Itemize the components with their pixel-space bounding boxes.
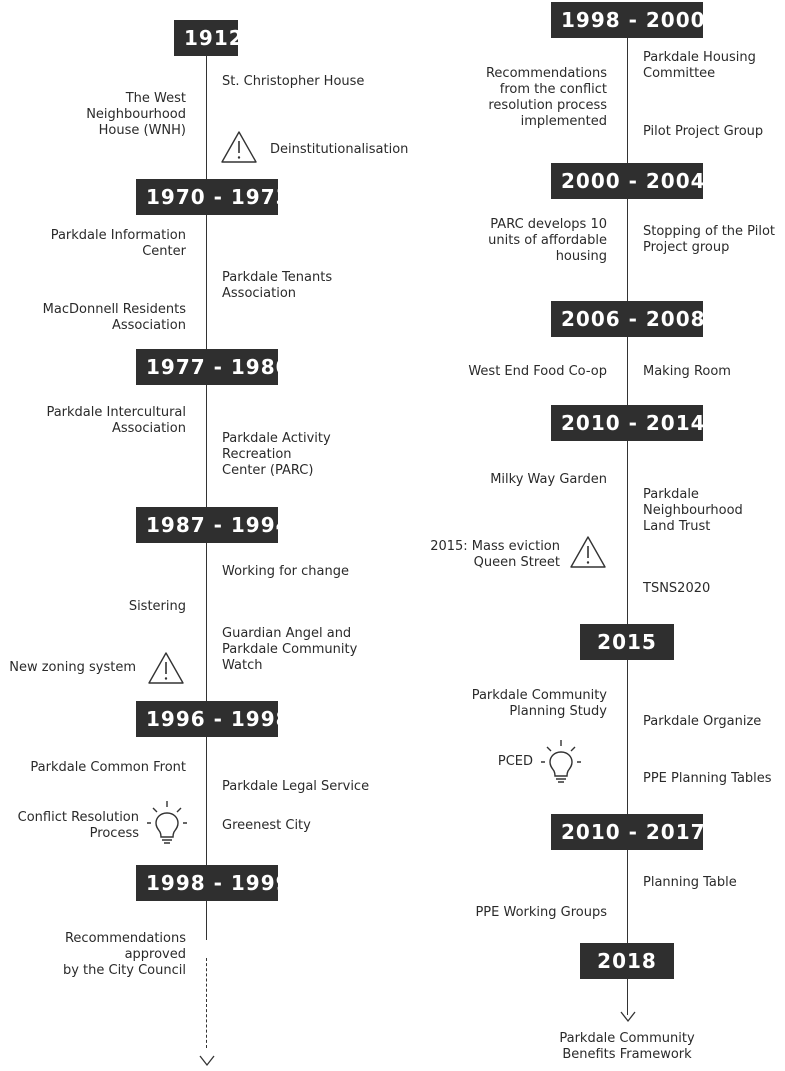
era-1977-1980: 1977 - 1980 (136, 349, 290, 385)
era-2015: 2015 (580, 624, 674, 660)
era-1998-2000: 1998 - 2000 (551, 2, 705, 38)
event-organize: Parkdale Organize (643, 714, 762, 729)
event-tsns: TSNS2020 (643, 581, 711, 596)
event-macdonnell: MacDonnell Residents Association (42, 302, 186, 333)
event-planning-table: Planning Table (643, 875, 737, 890)
event-pced: PCED (497, 754, 533, 769)
arrow-down-icon (199, 1055, 215, 1067)
event-sistering: Sistering (128, 599, 186, 614)
era-1987-1994: 1987 - 1994 (136, 507, 290, 543)
event-recommendations-conflict: Recommendations from the conflict resolu… (485, 66, 607, 129)
arrow-down-icon (620, 1011, 636, 1023)
lightbulb-icon (541, 740, 581, 783)
event-st-christopher: St. Christopher House (222, 74, 365, 89)
warning-triangle-icon (570, 536, 606, 568)
event-greenest-city: Greenest City (222, 818, 311, 833)
era-2010-2017: 2010 - 2017 (551, 814, 705, 850)
event-intercultural: Parkdale Intercultural Association (46, 405, 186, 436)
event-tenants-assoc: Parkdale Tenants Association (222, 270, 333, 301)
event-ppe-tables: PPE Planning Tables (643, 771, 772, 786)
event-common-front: Parkdale Common Front (30, 760, 186, 775)
event-info-center: Parkdale Information Center (50, 228, 186, 259)
event-deinstitutionalisation: Deinstitutionalisation (270, 142, 409, 157)
event-parc-develops: PARC develops 10 units of affordable hou… (488, 217, 607, 264)
era-2000-2004: 2000 - 2004 (551, 163, 705, 199)
event-stopping-pilot: Stopping of the Pilot Project group (643, 224, 775, 255)
event-legal-service: Parkdale Legal Service (222, 779, 370, 794)
era-1998-1999: 1998 - 1999 (136, 865, 290, 901)
event-zoning: New zoning system (9, 660, 136, 675)
era-1996-1998: 1996 - 1998 (136, 701, 290, 737)
event-housing-committee: Parkdale Housing Committee (643, 50, 756, 81)
event-food-coop: West End Food Co-op (468, 364, 607, 379)
event-land-trust: Parkdale Neighbourhood Land Trust (643, 487, 743, 534)
event-conflict-resolution: Conflict Resolution Process (17, 810, 139, 841)
event-guardian-angel: Guardian Angel and Parkdale Community Wa… (222, 626, 358, 673)
lightbulb-icon (147, 801, 187, 844)
event-recommendations-council: Recommendations approved by the City Cou… (62, 931, 186, 978)
era-2006-2008: 2006 - 2008 (551, 301, 705, 337)
era-1970-1973: 1970 - 1973 (136, 179, 290, 215)
era-2018: 2018 (580, 943, 674, 979)
event-working-change: Working for change (222, 564, 350, 579)
event-milky-way: Milky Way Garden (490, 472, 607, 487)
left-timeline-line (206, 40, 207, 940)
event-ppe-working: PPE Working Groups (475, 905, 607, 920)
event-pilot-project: Pilot Project Group (643, 124, 764, 139)
era-1912: 1912 (174, 20, 243, 56)
event-mass-eviction: 2015: Mass eviction Queen Street (430, 539, 560, 570)
right-timeline-line (627, 20, 628, 1015)
event-parc: Parkdale Activity Recreation Center (PAR… (222, 431, 331, 478)
event-making-room: Making Room (643, 364, 731, 379)
warning-triangle-icon (221, 131, 257, 163)
warning-triangle-icon (148, 652, 184, 684)
era-2010-2014: 2010 - 2014 (551, 405, 705, 441)
event-planning-study: Parkdale Community Planning Study (471, 688, 607, 719)
left-timeline-dashed (206, 958, 207, 1048)
event-benefits-framework: Parkdale Community Benefits Framework (559, 1031, 695, 1062)
event-west-neighbourhood: The West Neighbourhood House (WNH) (86, 91, 186, 138)
